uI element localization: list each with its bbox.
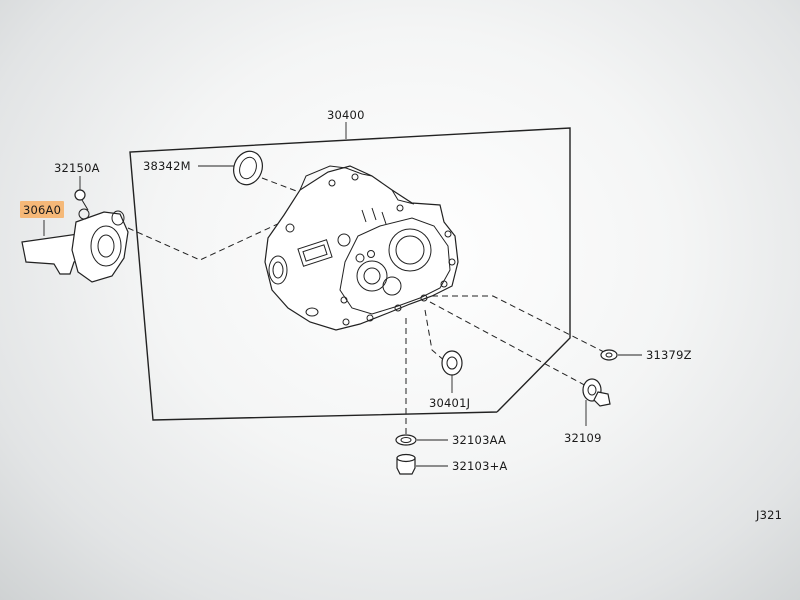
label-plug: 32103+A bbox=[452, 459, 508, 473]
label-seal-top: 38342M bbox=[143, 159, 191, 173]
bolt bbox=[74, 189, 89, 211]
page-code: J321 bbox=[755, 508, 782, 522]
label-seal-lower: 30401J bbox=[429, 396, 470, 410]
gasket bbox=[395, 434, 417, 446]
dash-line-pin bbox=[429, 301, 591, 389]
label-gasket: 32103AA bbox=[452, 433, 506, 447]
washer bbox=[600, 349, 618, 361]
label-slave-cylinder: 306A0 bbox=[23, 203, 61, 217]
label-pin: 32109 bbox=[564, 431, 602, 445]
pin bbox=[582, 378, 611, 407]
dash-line-seal-lower bbox=[424, 309, 447, 363]
transmission-case bbox=[264, 165, 459, 331]
assembly-frame bbox=[129, 127, 571, 421]
part-highlight bbox=[20, 201, 64, 218]
label-washer: 31379Z bbox=[646, 348, 692, 362]
plug bbox=[396, 453, 416, 475]
dash-line-washer bbox=[432, 295, 605, 353]
seal-top-ring bbox=[233, 150, 263, 186]
dash-line-slave bbox=[127, 221, 283, 261]
label-bolt: 32150A bbox=[54, 161, 100, 175]
seal-lower-ring bbox=[441, 350, 463, 376]
slave-cylinder bbox=[21, 208, 129, 283]
label-assembly: 30400 bbox=[327, 108, 365, 122]
